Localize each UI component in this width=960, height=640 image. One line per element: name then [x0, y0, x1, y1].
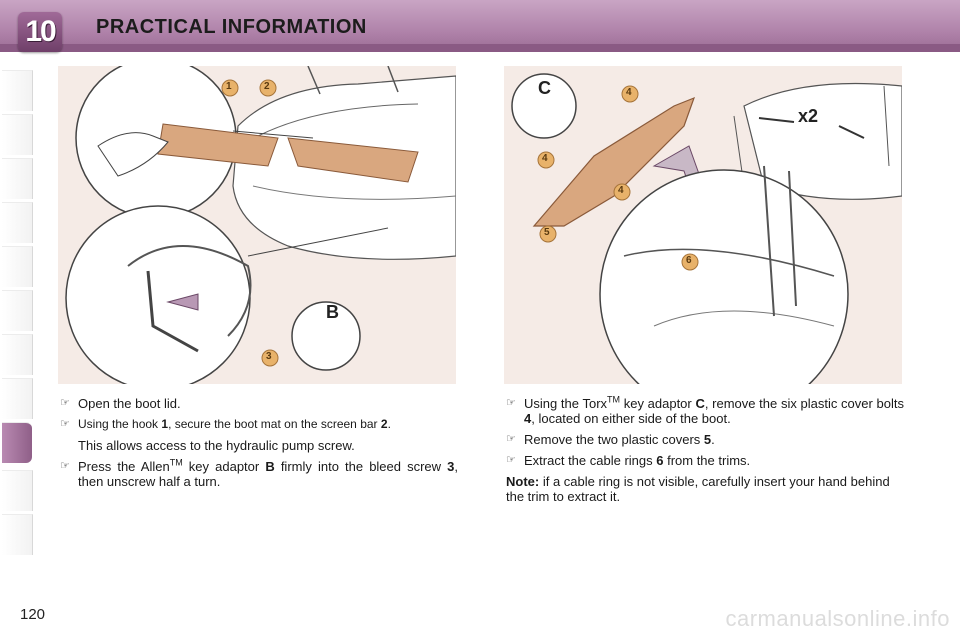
step-text: key adaptor: [182, 459, 266, 474]
list-item: ☞ Extract the cable rings 6 from the tri…: [506, 453, 904, 468]
callout-4b: 4: [542, 153, 548, 164]
header-band: [0, 44, 960, 52]
chapter-tabs: [0, 70, 34, 570]
chapter-tab[interactable]: [2, 114, 33, 155]
chapter-tab[interactable]: [2, 158, 33, 199]
right-instructions: ☞ Using the TorxTM key adaptor C, remove…: [506, 394, 905, 504]
callout-group-right: [537, 85, 699, 271]
chapter-tab[interactable]: [2, 470, 33, 511]
chapter-tab[interactable]: [2, 70, 33, 111]
illustration-cover-bolts: 4 4 4 5 6 C x2: [504, 66, 902, 384]
footer-watermark[interactable]: carmanualsonline.info: [725, 606, 950, 631]
callout-4c: 4: [618, 185, 624, 196]
note-label: Note:: [506, 474, 540, 489]
step-note: This allows access to the hydraulic pump…: [78, 438, 355, 453]
callout-5: 5: [544, 227, 550, 238]
chapter-tab[interactable]: [2, 514, 33, 555]
ref-6: 6: [656, 453, 664, 468]
chapter-badge: 10: [18, 12, 62, 52]
step-text: , remove the six plastic cover bolts: [704, 396, 905, 411]
ref-2: 2: [380, 417, 388, 431]
key-label-b: B: [326, 302, 339, 322]
step-text: Using the hook: [78, 417, 162, 431]
trademark: TM: [169, 457, 183, 468]
step-open-boot: Open the boot lid.: [78, 396, 181, 411]
pointing-hand-icon: ☞: [506, 454, 516, 466]
list-item: ☞ Press the AllenTM key adaptor B firmly…: [60, 457, 459, 489]
note-text: if a cable ring is not visible, carefull…: [506, 474, 890, 504]
ref-b: B: [265, 459, 275, 474]
trademark: TM: [607, 394, 621, 405]
step-text: from the trims.: [663, 453, 751, 468]
list-item: ☞ Using the TorxTM key adaptor C, remove…: [506, 394, 905, 426]
page-number: 120: [20, 606, 46, 623]
chapter-tab[interactable]: [2, 378, 33, 419]
list-item: ☞ Using the hook 1, secure the boot mat …: [60, 417, 458, 432]
left-instructions: ☞ Open the boot lid. ☞ Using the hook 1,…: [60, 396, 458, 495]
note: Note: if a cable ring is not visible, ca…: [506, 474, 904, 504]
pointing-hand-icon: ☞: [60, 397, 70, 409]
callout-6: 6: [686, 255, 692, 266]
pointing-hand-icon: ☞: [506, 433, 516, 445]
boot-mat-drawing: [65, 66, 456, 384]
step-text: , secure the boot mat on the screen bar: [168, 417, 381, 431]
step-text: firmly into the bleed screw: [274, 459, 448, 474]
ref-3: 3: [447, 459, 455, 474]
step-text: key adaptor: [620, 396, 696, 411]
callout-3: 3: [266, 351, 272, 362]
header-bar: [0, 0, 960, 52]
chapter-tab[interactable]: [2, 246, 33, 287]
callout-4a: 4: [626, 87, 632, 98]
pointing-hand-icon: ☞: [60, 460, 70, 472]
step-text: Using the Torx: [524, 396, 608, 411]
step-text: , located on either side of the boot.: [531, 411, 731, 426]
list-item: ☞ Open the boot lid.: [60, 396, 458, 411]
chapter-tab[interactable]: [2, 202, 33, 243]
callout-2: 2: [264, 81, 270, 92]
pointing-hand-icon: ☞: [60, 418, 70, 430]
chapter-tab[interactable]: [2, 334, 33, 375]
illustration-boot-mat: 1 2 3 B: [58, 66, 456, 384]
x2-label: x2: [798, 106, 819, 126]
cover-bolts-drawing: [511, 73, 902, 384]
step-text: Extract the cable rings: [524, 453, 657, 468]
pointing-hand-icon: ☞: [506, 397, 516, 409]
ref-1: 1: [161, 417, 169, 431]
ref-5: 5: [703, 432, 712, 447]
chapter-tab-active[interactable]: [2, 422, 32, 463]
step-text: Remove the two plastic covers: [524, 432, 704, 447]
chapter-tab[interactable]: [2, 290, 33, 331]
step-text: .: [711, 432, 715, 447]
step-text: Press the Allen: [78, 459, 170, 474]
key-label-c: C: [538, 78, 551, 98]
list-item: ☞ Remove the two plastic covers 5.: [506, 432, 904, 447]
ref-c: C: [695, 396, 705, 411]
ref-4: 4: [524, 411, 532, 426]
callout-group-left: [221, 79, 279, 367]
step-text: , then unscrew half a turn.: [78, 459, 459, 489]
step-text: .: [387, 417, 391, 431]
callout-1: 1: [226, 81, 232, 92]
page-title: PRACTICAL INFORMATION: [96, 16, 367, 38]
